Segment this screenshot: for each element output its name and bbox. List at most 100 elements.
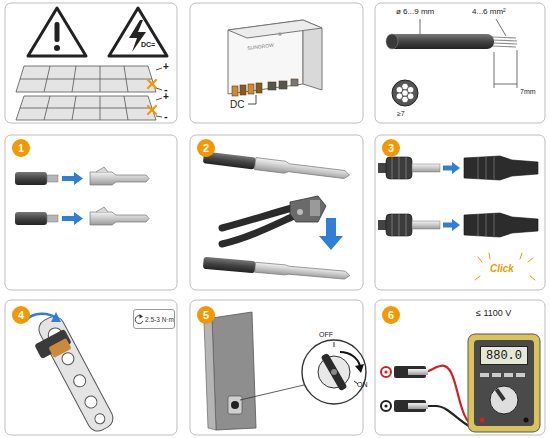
pv-panel (100, 66, 101, 92)
crimped-cable (203, 257, 256, 273)
stripped-cable (15, 212, 47, 225)
stripped-cable (47, 175, 58, 182)
pv-panel (156, 116, 162, 117)
polarity-mark (381, 367, 391, 377)
dc-switch (302, 340, 366, 404)
dimension-line (494, 52, 495, 88)
cable-strands (492, 37, 517, 47)
torque-icon (135, 314, 143, 324)
crimp-contact (90, 212, 149, 225)
prohibited-mark (148, 106, 156, 114)
panel-frame (375, 300, 545, 435)
dimension: 4...6 mm² (472, 8, 506, 16)
mc4-connector (486, 157, 487, 179)
polarity-mark (381, 401, 391, 411)
cable-gland-nut (392, 157, 393, 179)
panel-frame (5, 300, 177, 435)
rotation-arrow (26, 314, 56, 320)
click-burst (528, 258, 533, 262)
dc-terminal (291, 79, 298, 86)
mc4-connector (478, 214, 479, 236)
stripped-cable (15, 172, 58, 225)
inverter-side (204, 312, 256, 430)
multimeter (490, 386, 518, 414)
voltage-symbol: DC= (141, 41, 155, 48)
polarity-sign: + (163, 92, 169, 102)
mc4-connector (486, 214, 487, 236)
inverter (228, 20, 322, 94)
pv-panel (20, 108, 152, 109)
cable-gland-nut (392, 214, 393, 236)
click-burst (475, 253, 535, 280)
warning-sign (28, 8, 86, 56)
dimension: ≥7 (397, 110, 405, 117)
dc-terminal (232, 79, 298, 96)
cable-strands (492, 46, 516, 47)
dimension-line (420, 19, 421, 34)
polarity-sign: - (164, 111, 168, 122)
pv-panel (100, 96, 101, 120)
dc-terminal (232, 86, 238, 96)
dc-switch (321, 353, 348, 392)
mc4-connector (48, 338, 71, 358)
pv-panel (44, 96, 50, 120)
inverter-side (231, 401, 239, 409)
crimping-tool (222, 196, 326, 244)
cable-gland-nut (378, 157, 440, 236)
callout-number: 1 (12, 139, 30, 157)
crimp-contact (90, 172, 149, 185)
leader-line (240, 385, 304, 400)
multimeter (480, 418, 485, 423)
rotation-arrow (51, 312, 61, 322)
pv-panel (124, 66, 128, 92)
spanner-tool (83, 394, 99, 410)
cable-cross-section (396, 93, 403, 100)
mc4-connector (464, 156, 538, 180)
leader-line (240, 385, 304, 400)
dc-switch (318, 356, 350, 388)
part-name: DC (230, 100, 244, 110)
dimension-line (517, 50, 518, 88)
multimeter (492, 373, 501, 377)
pv-panel (72, 66, 76, 92)
click-burst (478, 257, 482, 262)
torque-icon (140, 314, 144, 319)
spanner-tool (93, 412, 107, 426)
cable-cross-section (392, 80, 418, 106)
mc4-connector (34, 329, 72, 359)
spanner-tool (35, 313, 116, 435)
pv-panel (20, 79, 152, 80)
multimeter (474, 340, 534, 426)
rotation-arrow (340, 352, 364, 373)
multimeter (480, 373, 489, 377)
cable-with-contact (203, 151, 350, 181)
callout-number: 2 (197, 139, 215, 157)
crimping-tool (290, 196, 326, 222)
cable-strands (492, 40, 517, 41)
voltage-limit: ≤ 1100 V (476, 309, 511, 318)
node-text: 6 (388, 309, 394, 321)
dc-terminal (268, 82, 276, 90)
node-text: 2.5-3 N·m (145, 316, 174, 323)
node-text: 4 (18, 309, 24, 321)
panel-frame (190, 135, 363, 290)
cable-cross-section (407, 93, 414, 100)
pv-panel (16, 66, 156, 92)
torque-box: 2.5-3 N·m (133, 309, 175, 329)
click-burst (475, 276, 480, 280)
panel-frame (5, 135, 177, 290)
meter-display: 880.0 (480, 346, 528, 365)
dimension: 7mm (520, 88, 536, 95)
stripped-cable (47, 215, 58, 222)
inverter (278, 32, 282, 36)
mc4-connector (408, 369, 428, 375)
panel-frame (375, 135, 545, 290)
dc-switch (302, 340, 366, 404)
node-text: 880.0 (486, 349, 522, 363)
multimeter (516, 373, 525, 377)
cable-gland-nut (412, 221, 440, 229)
dc-terminal (240, 85, 246, 95)
dc-switch (334, 342, 335, 347)
